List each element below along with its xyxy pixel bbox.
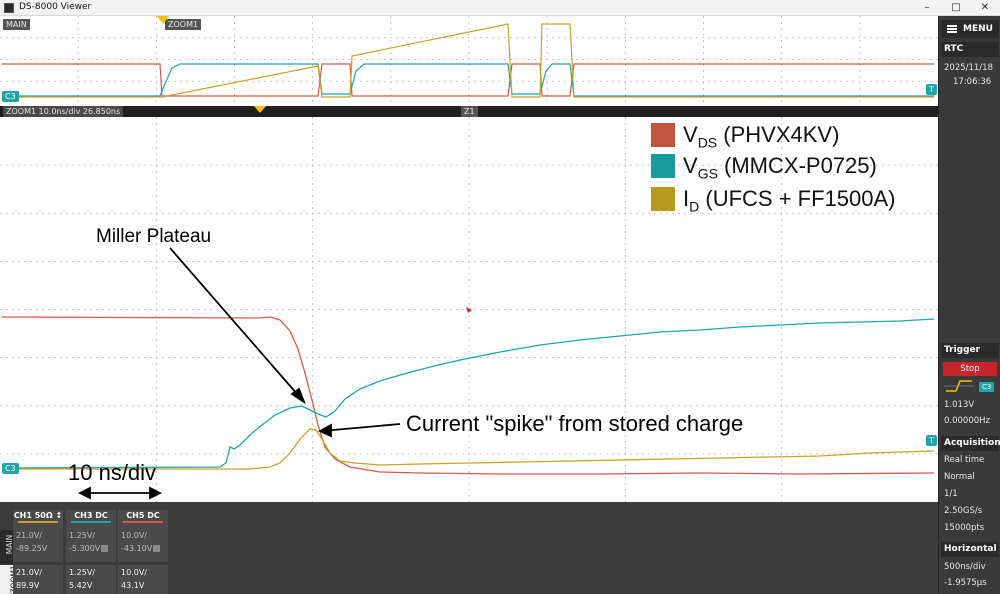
window-title: DS-8000 Viewer	[19, 2, 92, 12]
trigger-title[interactable]: Trigger	[941, 343, 999, 358]
legend-desc-vgs: (MMCX-P0725)	[717, 153, 877, 178]
main-view-label: MAIN	[3, 19, 30, 30]
current-spike-label: Current "spike" from stored charge	[406, 411, 744, 436]
app-icon	[4, 3, 14, 13]
ch1-zoom-offset: 89.9V	[16, 581, 40, 590]
horizontal-title[interactable]: Horizontal	[941, 542, 999, 557]
zoom-header-label: ZOOM1 10.0ns/div 26.850ns	[3, 106, 124, 117]
minimize-icon[interactable]: –	[924, 2, 930, 13]
main-ch-marker[interactable]: C3	[2, 91, 19, 102]
trigger-channel-badge: C3	[979, 382, 995, 392]
miller-arrow	[169, 247, 306, 405]
title-bar: DS-8000 Viewer – □ ✕	[0, 0, 1000, 16]
legend-sub-id: D	[689, 198, 700, 215]
main-trace-id	[2, 23, 934, 98]
right-panel: MENU RTC 2025/11/18 17:06:36 Trigger Sto…	[938, 16, 1000, 594]
ch5-zoom-scale: 10.0V/	[121, 568, 147, 577]
rtc-date: 2025/11/18	[944, 63, 993, 73]
legend-desc-id: (UFCS + FF1500A)	[699, 186, 896, 211]
horizontal-position: -1.9575µs	[944, 578, 987, 588]
stop-button[interactable]: Stop	[943, 362, 997, 376]
main-trace-vds	[2, 63, 934, 97]
acq-average: 1/1	[944, 489, 958, 499]
menu-button[interactable]: MENU	[941, 20, 999, 38]
acquisition-title[interactable]: Acquisition	[941, 436, 1000, 451]
ch3-main-offset: -5.300V	[69, 544, 101, 553]
legend-swatch-id	[651, 187, 675, 211]
ch5-zoom-offset: 43.1V	[121, 581, 145, 590]
ch1-zoom-scale: 21.0V/	[16, 568, 42, 577]
main-grid	[0, 16, 938, 103]
legend-symbol-id: I	[683, 186, 690, 211]
legend-swatch-vds	[651, 123, 675, 147]
close-icon[interactable]: ✕	[980, 2, 990, 13]
spike-arrow	[317, 423, 401, 438]
legend-symbol-vds: V	[683, 122, 698, 147]
zoom-waveform-view[interactable]: VDS (PHVX4KV) VGS (MMCX-P0725) ID (UFCS …	[0, 117, 938, 502]
tab-zoom1[interactable]: ZOOM1	[0, 565, 19, 594]
main-trace-vgs	[2, 63, 934, 97]
legend-sub-vds: DS	[697, 134, 718, 151]
timescale-label: 10 ns/div	[68, 460, 157, 485]
hamburger-icon	[947, 25, 957, 33]
timescale-arrow	[77, 486, 163, 500]
zoom-trace-vgs	[1, 318, 935, 469]
horizontal-timebase: 500ns/div	[944, 562, 986, 572]
acq-sample-rate: 2.50GS/s	[944, 506, 983, 516]
trigger-frequency: 0.00000Hz	[944, 416, 991, 426]
ch5-main-scale: 10.0V/	[121, 531, 147, 540]
maximize-icon[interactable]: □	[951, 2, 961, 13]
trigger-level: 1.013V	[944, 400, 975, 410]
ch3-title: CH3 DC	[66, 510, 116, 523]
ch3-zoom-scale: 1.25V/	[69, 568, 95, 577]
acq-type: Normal	[944, 472, 975, 482]
ch1-main-scale: 21.0V/	[16, 531, 42, 540]
ch1-main-offset: -89.25V	[16, 544, 48, 553]
trigger-position-icon[interactable]	[157, 16, 169, 24]
channel-bar: MAIN ZOOM1 CH1 50Ω ↕ 21.0V/ -89.25V 21.0…	[0, 502, 938, 594]
rtc-time: 17:06:36	[953, 77, 992, 87]
legend-swatch-vgs	[651, 154, 675, 178]
legend-sub-vgs: GS	[697, 165, 718, 182]
ch3-main-scale: 1.25V/	[69, 531, 95, 540]
ch1-title: CH1 50Ω ↕	[13, 510, 63, 523]
acq-points: 15000pts	[944, 523, 985, 533]
zoom-ch-marker[interactable]: C3	[2, 463, 19, 474]
red-cursor-icon	[466, 307, 472, 313]
channel-card-ch5[interactable]: CH5 DC 10.0V/ -43.10V 10.0V/ 43.1V	[118, 510, 168, 594]
channel-card-ch1[interactable]: CH1 50Ω ↕ 21.0V/ -89.25V 21.0V/ 89.9V	[13, 510, 63, 594]
miller-plateau-label: Miller Plateau	[96, 226, 212, 247]
ch5-title: CH5 DC	[118, 510, 168, 523]
ch3-zoom-offset: 5.42V	[69, 581, 93, 590]
zoom-trigger-level-marker[interactable]: T	[926, 435, 937, 446]
main-waveform-view[interactable]: MAIN ZOOM1 C3 T	[0, 16, 938, 103]
zoom-trigger-position-icon[interactable]	[254, 106, 266, 113]
tab-main[interactable]: MAIN	[0, 530, 14, 564]
zoom-trace-id	[2, 428, 935, 470]
zoom-trace-vds	[1, 316, 935, 475]
legend-desc-vds: (PHVX4KV)	[717, 122, 840, 147]
trigger-edge-icon	[944, 380, 974, 392]
rtc-title: RTC	[941, 42, 999, 57]
legend-symbol-vgs: V	[683, 153, 698, 178]
zoom-z1-marker[interactable]: Z1	[461, 106, 478, 117]
offset-adjust-icon[interactable]	[101, 545, 109, 552]
channel-card-ch3[interactable]: CH3 DC 1.25V/ -5.300V 1.25V/ 5.42V	[66, 510, 116, 594]
offset-adjust-icon[interactable]	[153, 545, 161, 552]
acq-mode: Real time	[944, 455, 985, 465]
main-trigger-level-marker[interactable]: T	[926, 84, 937, 95]
ch5-main-offset: -43.10V	[121, 544, 153, 553]
zoom1-marker[interactable]: ZOOM1	[165, 19, 202, 30]
